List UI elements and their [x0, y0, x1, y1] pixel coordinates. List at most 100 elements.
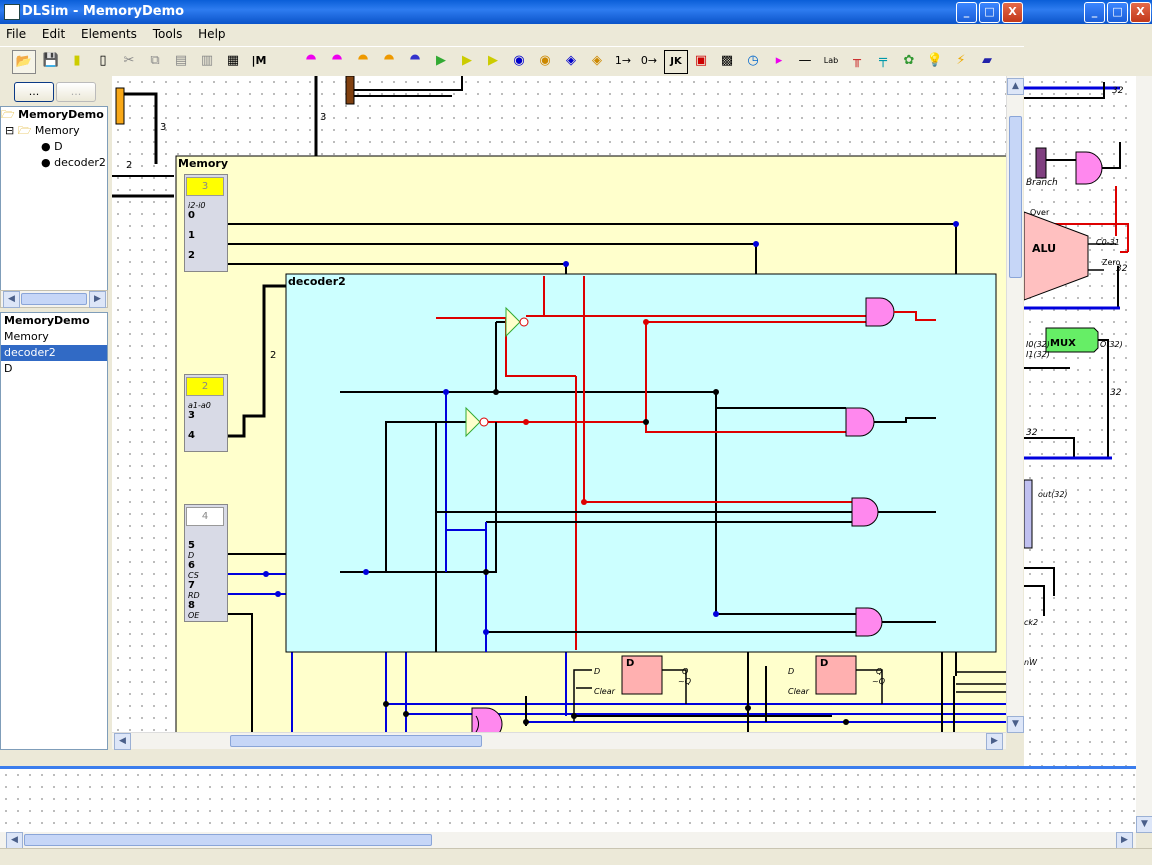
led-icon[interactable]: ◈: [592, 53, 602, 68]
bulb-icon[interactable]: 💡: [926, 53, 944, 68]
input-pin-icon[interactable]: ◉: [513, 53, 525, 68]
scroll-right-icon[interactable]: ▶: [89, 291, 106, 308]
bus-icon[interactable]: ▩: [720, 53, 734, 68]
scroll-left-icon[interactable]: ◀: [3, 291, 20, 308]
spin-input-1[interactable]: 3: [186, 177, 224, 196]
bus-width-label: 3: [320, 112, 327, 123]
scroll-up-icon[interactable]: ▲: [1007, 78, 1024, 95]
new-file-icon[interactable]: ▯: [99, 53, 107, 68]
cut-icon[interactable]: ✂: [123, 53, 135, 68]
scroll-left-icon[interactable]: ◀: [114, 733, 131, 750]
splitter-icon[interactable]: ╥: [853, 53, 861, 68]
bg-minimize-button[interactable]: _: [1084, 2, 1105, 23]
folder-open-icon: 🗁: [17, 124, 32, 137]
tristate-icon[interactable]: ▶: [488, 53, 498, 68]
wave-icon[interactable]: |M: [251, 54, 267, 67]
dff-2-in: D: [788, 667, 795, 676]
alu-over-label: Over: [1030, 208, 1050, 217]
close-button[interactable]: X: [1002, 2, 1023, 23]
nand-gate-icon[interactable]: ⯊: [331, 53, 343, 68]
paste-icon[interactable]: ▤: [174, 53, 188, 68]
wire-icon[interactable]: —: [798, 53, 812, 68]
bus-width-label: 3: [160, 122, 167, 133]
input-pin-top: [115, 87, 125, 125]
scroll-left-icon[interactable]: ◀: [6, 832, 23, 849]
scroll-right-icon[interactable]: ▶: [986, 733, 1003, 750]
clock-pin-icon[interactable]: ◈: [566, 53, 576, 68]
minimize-button[interactable]: _: [956, 2, 977, 23]
canvas-wires: [112, 76, 1006, 732]
spin-input-3[interactable]: 4: [186, 507, 224, 526]
book-icon[interactable]: ▰: [982, 53, 992, 68]
list-header: MemoryDemo: [4, 314, 90, 327]
spin-input-2[interactable]: 2: [186, 377, 224, 396]
output-pin-icon[interactable]: ◉: [539, 53, 551, 68]
canvas-vertical-scrollbar[interactable]: ▲ ▼: [1006, 76, 1024, 733]
background-horizontal-scrollbar[interactable]: ◀ ▶: [0, 832, 1136, 849]
scroll-right-icon[interactable]: ▶: [1116, 832, 1133, 849]
menu-help[interactable]: Help: [198, 27, 226, 41]
pin-sublabel: OE: [188, 611, 200, 620]
bus-width-label: 2: [270, 350, 277, 361]
xor-gate-icon[interactable]: ⯊: [409, 53, 421, 68]
menu-elements[interactable]: Elements: [81, 27, 137, 41]
leaf-dot-icon: ●: [41, 156, 51, 169]
mux-label: MUX: [1050, 338, 1076, 349]
dff-2-q: Q: [876, 667, 883, 676]
bg-close-button[interactable]: X: [1130, 2, 1151, 23]
folder-open-icon: 🗁: [1, 108, 15, 121]
and-gate-icon[interactable]: ⯊: [305, 53, 317, 68]
maximize-button[interactable]: □: [979, 2, 1000, 23]
dff-1-clear: Clear: [594, 687, 615, 696]
nor-gate-icon[interactable]: ⯊: [383, 53, 395, 68]
tree-horizontal-scrollbar[interactable]: ◀ ▶: [0, 290, 108, 308]
background-vertical-scrollbar[interactable]: ▼: [1136, 76, 1152, 833]
bg-maximize-button[interactable]: □: [1107, 2, 1128, 23]
save-icon[interactable]: 💾: [42, 53, 60, 68]
not-gate-icon[interactable]: ▶: [462, 53, 472, 68]
menu-tools[interactable]: Tools: [152, 27, 183, 41]
app-icon[interactable]: [4, 4, 20, 20]
list-item-d[interactable]: D: [4, 362, 13, 375]
tree-item-memory[interactable]: ⊟ 🗁 Memory: [5, 124, 80, 137]
dff-2-box: [815, 655, 857, 695]
power-icon[interactable]: ⚡: [956, 53, 966, 68]
delete-icon[interactable]: ▥: [200, 53, 214, 68]
jk-flipflop-icon[interactable]: JK: [664, 50, 688, 74]
clock-icon[interactable]: ◷: [747, 53, 759, 68]
tree-button-2[interactable]: ...: [56, 82, 96, 102]
scroll-down-icon[interactable]: ▼: [1136, 816, 1152, 833]
label-icon[interactable]: Lab: [823, 56, 839, 65]
register-icon[interactable]: ▣: [694, 53, 708, 68]
list-item-decoder2[interactable]: decoder2: [1, 345, 107, 361]
pin-group-label: a1-a0: [188, 401, 211, 410]
chip-icon[interactable]: ▦: [226, 53, 240, 68]
open-icon[interactable]: 📂: [12, 50, 36, 74]
probe-icon[interactable]: ▸: [775, 53, 783, 68]
menu-edit[interactable]: Edit: [41, 27, 66, 41]
or-gate-icon[interactable]: ⯊: [357, 53, 369, 68]
pin-label-0: 0: [188, 210, 195, 221]
const-one-icon[interactable]: 1→: [614, 54, 632, 67]
canvas-horizontal-scrollbar[interactable]: ◀ ▶: [112, 732, 1006, 750]
menu-file[interactable]: File: [6, 27, 27, 41]
copy-icon[interactable]: ⧉: [150, 53, 160, 68]
const-zero-icon[interactable]: 0→: [640, 54, 658, 67]
component-list: MemoryDemo Memory decoder2 D: [0, 312, 108, 750]
joiner-icon[interactable]: ╤: [879, 53, 887, 68]
toolbar: 📂 💾 ▮ ▯ ✂ ⧉ ▤ ▥ ▦ |M ⯊ ⯊ ⯊ ⯊ ⯊ ▶ ▶ ▶ ◉ ◉…: [0, 46, 1024, 75]
new-yellow-icon[interactable]: ▮: [73, 53, 81, 68]
pin-label-1: 1: [188, 230, 195, 241]
window-title: DLSim - MemoryDemo: [22, 4, 185, 19]
clk-label: ck2: [1024, 618, 1039, 627]
tree-button-1[interactable]: ...: [14, 82, 54, 102]
tree-item-memorydemo[interactable]: 🗁 MemoryDemo: [1, 108, 104, 121]
menu-bar: File Edit Elements Tools Help: [0, 24, 1024, 44]
component-icon[interactable]: ✿: [903, 53, 915, 68]
tree-item-decoder2[interactable]: ● decoder2: [41, 156, 106, 169]
circuit-canvas[interactable]: Memory 3 2 3 2 3 i2-i0 0 1 2 2 a1-a0 3 4…: [112, 76, 1006, 732]
tree-item-d[interactable]: ● D: [41, 140, 63, 153]
scroll-down-icon[interactable]: ▼: [1007, 716, 1024, 733]
list-item-memory[interactable]: Memory: [4, 330, 49, 343]
buffer-icon[interactable]: ▶: [436, 53, 446, 68]
